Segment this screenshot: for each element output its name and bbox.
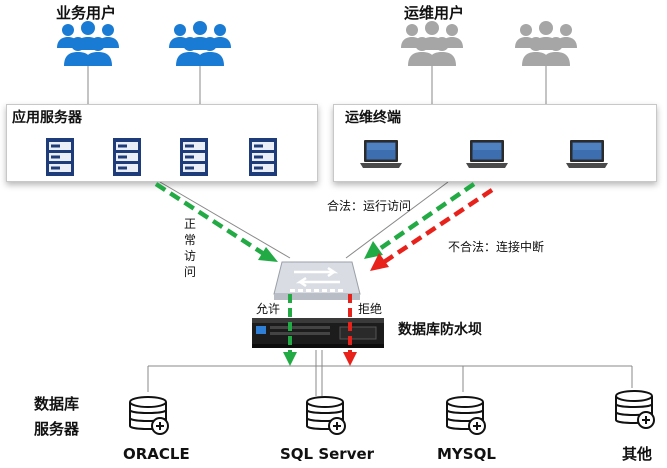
normal-access-char: 访 xyxy=(183,249,196,263)
normal-access-char: 问 xyxy=(183,265,196,279)
ops-users-icon xyxy=(401,21,463,66)
firewall-appliance-icon xyxy=(252,318,384,348)
deny-label: 拒绝 xyxy=(358,302,383,316)
laptop-icon-1 xyxy=(360,140,402,168)
database-icon-oracle xyxy=(129,396,169,435)
db-name-sqlserver: SQL Server xyxy=(280,445,375,463)
business-users-label: 业务用户 xyxy=(56,4,117,22)
normal-access-label: 正 常 访 问 xyxy=(183,216,197,280)
db-group-label-line2: 服务器 xyxy=(34,420,80,438)
db-name-mysql: MYSQL xyxy=(437,445,496,463)
business-users-icon xyxy=(57,21,119,66)
database-icon-other xyxy=(615,390,655,429)
normal-access-char: 正 xyxy=(183,217,196,231)
server-icon-4 xyxy=(249,138,277,176)
connector-app-to-firewall xyxy=(159,181,291,259)
db-group-label-line1: 数据库 xyxy=(34,395,80,413)
ops-users-label: 运维用户 xyxy=(404,4,465,22)
deny-block-line xyxy=(343,294,357,366)
allow-pass-line xyxy=(283,294,297,366)
db-name-other: 其他 xyxy=(622,445,653,463)
server-icon-3 xyxy=(180,138,208,176)
app-server-zone-title: 应用服务器 xyxy=(12,110,82,126)
database-icon-sqlserver xyxy=(306,396,346,435)
server-icon-2 xyxy=(113,138,141,176)
firewall-label: 数据库防水坝 xyxy=(398,322,482,338)
ops-users-icon-2 xyxy=(515,21,577,66)
server-icon-1 xyxy=(46,138,74,176)
database-icon-mysql xyxy=(446,396,486,435)
illegal-access-arrow xyxy=(370,188,494,271)
normal-access-char: 常 xyxy=(183,233,196,247)
legal-access-label: 合法：运行访问 xyxy=(327,199,412,213)
connector-ops-to-firewall xyxy=(345,181,449,259)
business-users-icon-2 xyxy=(169,21,231,66)
allow-label: 允许 xyxy=(256,302,281,316)
ops-terminal-zone-title: 运维终端 xyxy=(345,110,401,126)
illegal-access-label: 不合法：连接中断 xyxy=(448,240,545,254)
db-name-oracle: ORACLE xyxy=(123,445,190,463)
laptop-icon-2 xyxy=(466,140,508,168)
laptop-icon-3 xyxy=(566,140,608,168)
firewall-switch-icon xyxy=(273,261,361,300)
normal-access-arrow xyxy=(154,182,278,262)
